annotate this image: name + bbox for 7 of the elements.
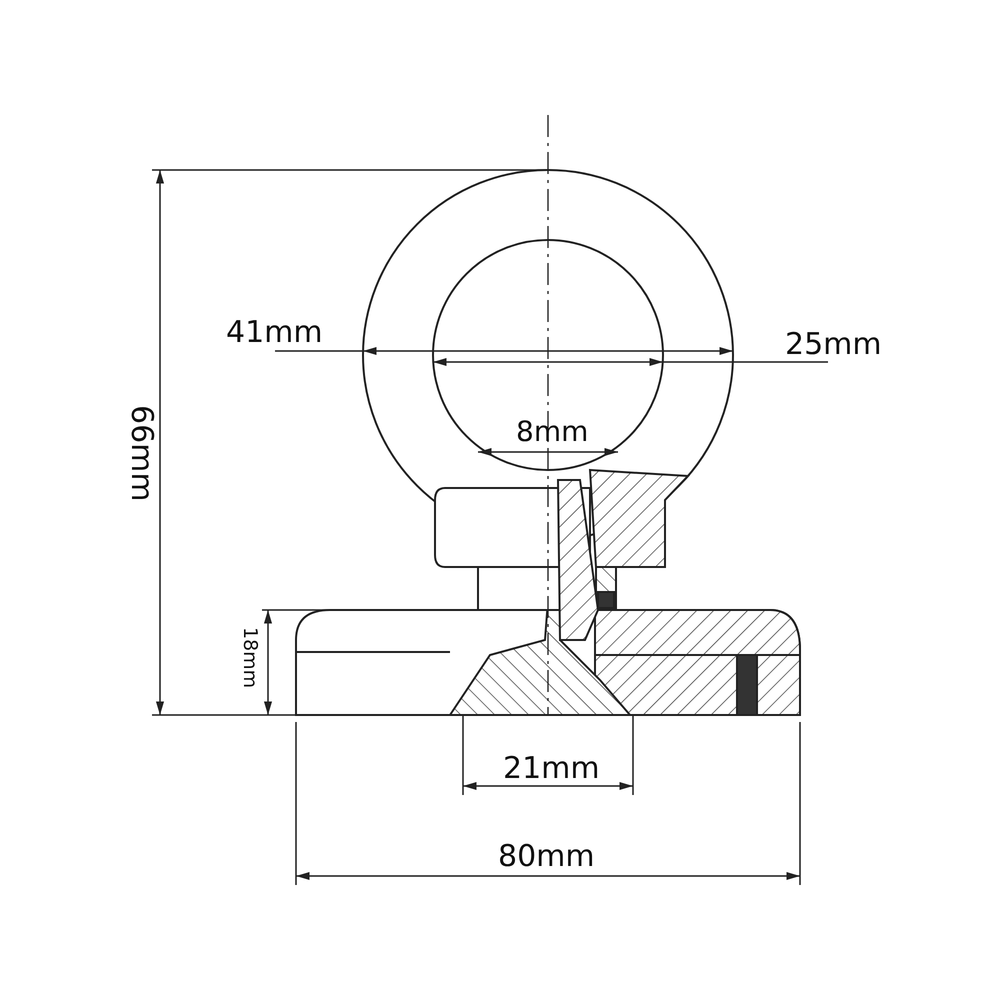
dimension-label: 66mm: [126, 405, 156, 502]
dimension-label: 21mm: [503, 754, 600, 784]
dimension-label: 18mm: [240, 627, 259, 688]
dimension-label: 80mm: [498, 842, 595, 872]
dimension-label: 25mm: [785, 330, 882, 360]
dimension-label: 8mm: [516, 418, 588, 446]
dimension-label: 41mm: [226, 318, 323, 348]
